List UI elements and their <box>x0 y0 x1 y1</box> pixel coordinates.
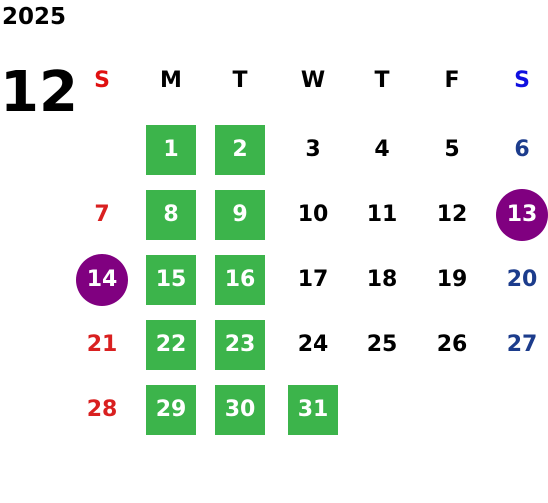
day-cell-28[interactable]: 28 <box>86 397 118 422</box>
weekday-header-sat: S <box>514 68 530 93</box>
day-cell-20[interactable]: 20 <box>506 267 538 292</box>
weekday-header-tue: T <box>232 68 248 93</box>
day-cell-7[interactable]: 7 <box>94 202 110 227</box>
day-cell-24[interactable]: 24 <box>297 332 329 357</box>
day-cell-12[interactable]: 12 <box>436 202 468 227</box>
weekday-header-thu: T <box>374 68 390 93</box>
day-cell-18[interactable]: 18 <box>366 267 398 292</box>
day-cell-15[interactable]: 15 <box>146 255 196 305</box>
weekday-header-sun: S <box>94 68 110 93</box>
month-label: 12 <box>0 60 78 125</box>
day-cell-8[interactable]: 8 <box>146 190 196 240</box>
day-cell-13[interactable]: 13 <box>496 189 548 241</box>
day-cell-26[interactable]: 26 <box>436 332 468 357</box>
weekday-header-wed: W <box>300 68 326 93</box>
day-cell-10[interactable]: 10 <box>297 202 329 227</box>
weekday-header-fri: F <box>444 68 460 93</box>
year-label: 2025 <box>2 4 67 30</box>
day-cell-25[interactable]: 25 <box>366 332 398 357</box>
day-cell-1[interactable]: 1 <box>146 125 196 175</box>
day-cell-23[interactable]: 23 <box>215 320 265 370</box>
day-cell-16[interactable]: 16 <box>215 255 265 305</box>
day-cell-27[interactable]: 27 <box>506 332 538 357</box>
day-cell-31[interactable]: 31 <box>288 385 338 435</box>
day-cell-3[interactable]: 3 <box>305 137 321 162</box>
day-cell-30[interactable]: 30 <box>215 385 265 435</box>
day-cell-4[interactable]: 4 <box>374 137 390 162</box>
day-cell-6[interactable]: 6 <box>514 137 530 162</box>
day-cell-2[interactable]: 2 <box>215 125 265 175</box>
day-cell-14[interactable]: 14 <box>76 254 128 306</box>
day-cell-5[interactable]: 5 <box>444 137 460 162</box>
day-cell-17[interactable]: 17 <box>297 267 329 292</box>
day-cell-29[interactable]: 29 <box>146 385 196 435</box>
day-cell-9[interactable]: 9 <box>215 190 265 240</box>
day-cell-21[interactable]: 21 <box>86 332 118 357</box>
day-cell-11[interactable]: 11 <box>366 202 398 227</box>
weekday-header-mon: M <box>160 68 182 93</box>
day-cell-22[interactable]: 22 <box>146 320 196 370</box>
day-cell-19[interactable]: 19 <box>436 267 468 292</box>
